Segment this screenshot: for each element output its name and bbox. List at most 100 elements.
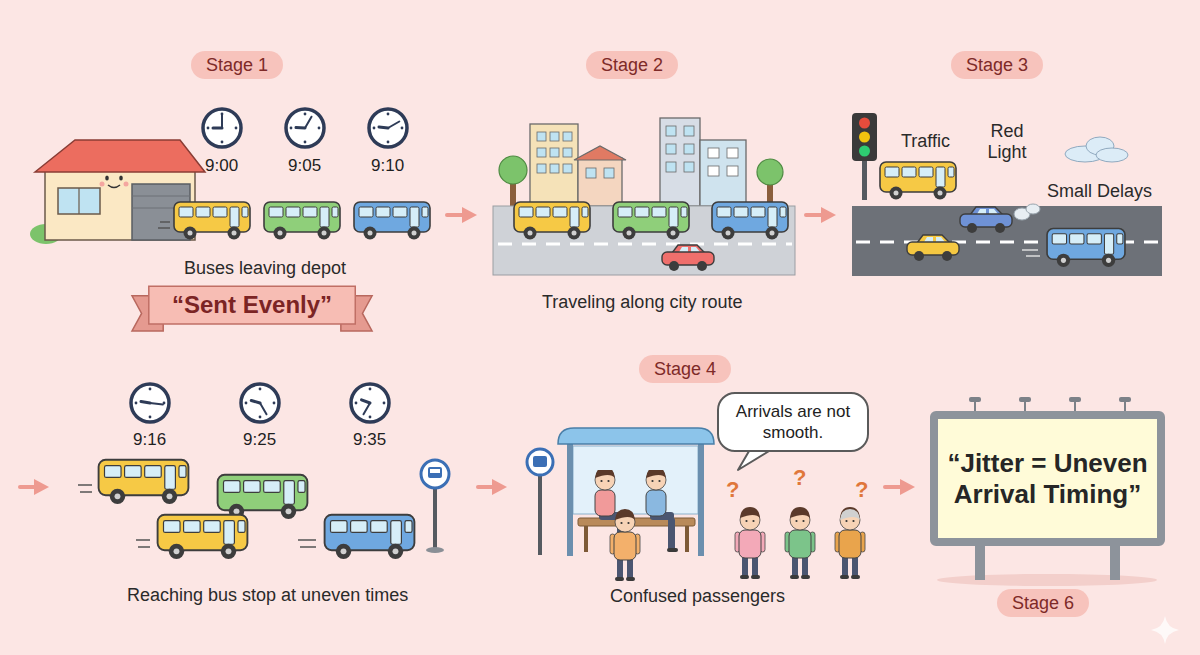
clock (369, 109, 407, 147)
flow-arrow (447, 207, 477, 223)
arrow-head (34, 479, 49, 495)
yellow-bus (514, 202, 590, 240)
bus-stop-pole (433, 486, 437, 550)
ground-shadow (937, 574, 1157, 586)
blue-bus (325, 515, 415, 559)
ribbon-band (149, 286, 355, 324)
clock-time: 9:25 (243, 429, 276, 451)
house-eye (105, 175, 109, 180)
hour-hand (379, 127, 388, 128)
bus-stop-sign (421, 460, 449, 488)
window (550, 164, 559, 173)
clock-hands (141, 402, 163, 405)
building (578, 158, 622, 206)
house-cheek (124, 182, 129, 187)
shelter-post (567, 440, 573, 556)
bus-icon (428, 467, 442, 478)
hour-hand (213, 127, 222, 130)
red-lamp (859, 118, 870, 129)
speed-line (298, 539, 316, 541)
window (586, 168, 596, 178)
node-text: Arrivals are not smooth. (733, 401, 853, 443)
yellow-car (907, 235, 959, 261)
green-bus (218, 475, 308, 519)
hour-hand (296, 126, 305, 130)
shelter-panel (573, 446, 698, 514)
road-marking (498, 243, 792, 246)
lamp (969, 397, 981, 402)
minute-hand (260, 403, 267, 414)
window (708, 166, 719, 176)
shelter-roof (558, 428, 714, 444)
hour-hand (362, 400, 371, 403)
cloud (1096, 148, 1128, 162)
window (550, 132, 559, 141)
speech-bubble: Arrivals are not smooth. (717, 392, 869, 452)
window (666, 126, 676, 136)
window-bar (78, 188, 79, 214)
shelter-post (698, 440, 704, 556)
node-text: “Sent Evenly” (172, 290, 332, 319)
question-mark: ? (793, 467, 806, 489)
window (708, 148, 719, 158)
grey-hair (840, 509, 860, 520)
stage-pill: Stage 4 (639, 355, 731, 383)
window (563, 132, 572, 141)
depot-roof (35, 140, 205, 172)
building (530, 124, 578, 206)
node-text: Stage 2 (601, 54, 663, 76)
node-text: Stage 3 (966, 54, 1028, 76)
question-mark: ? (726, 479, 739, 501)
window (684, 162, 694, 172)
speed-line (138, 546, 150, 548)
seated-man (646, 467, 678, 552)
blue-bus (712, 202, 788, 240)
window (563, 148, 572, 157)
house-eye (119, 175, 123, 180)
arrow-head (462, 207, 477, 223)
clock-hands (379, 122, 399, 129)
traffic-light (852, 113, 877, 161)
window (684, 144, 694, 154)
question-mark: ? (855, 479, 868, 501)
tree-crown (757, 159, 783, 185)
clock-time: 9:35 (353, 429, 386, 451)
yellow-bus (880, 162, 956, 200)
yellow-bus (99, 460, 189, 504)
scene-caption: Traveling along city route (542, 291, 742, 313)
billboard-panel: “Jitter = Uneven Arrival Timing” (930, 411, 1165, 546)
depot-wall (45, 170, 195, 240)
hour-hand (141, 402, 150, 404)
minute-hand (221, 115, 223, 128)
speed-line (80, 491, 92, 493)
stage-pill: Stage 2 (586, 51, 678, 79)
window (563, 164, 572, 173)
scene-caption: Buses leaving depot (184, 257, 346, 279)
clock (131, 384, 169, 422)
window (550, 148, 559, 157)
scene-label: Red Light (977, 121, 1037, 163)
bus-icon (533, 456, 547, 467)
blue-car (960, 207, 1012, 233)
clock-hands (213, 115, 222, 128)
scene-label: Traffic (901, 130, 950, 152)
depot-window (58, 188, 100, 214)
blue-bus (1047, 229, 1125, 267)
speed-line (300, 546, 316, 548)
bus-stop-pole (538, 470, 542, 555)
lamp (1119, 397, 1131, 402)
clock (203, 109, 241, 147)
clock-time: 9:00 (205, 155, 238, 177)
building-windows (708, 148, 738, 176)
bench-leg (685, 526, 689, 552)
blue-bus (354, 202, 430, 240)
scene-label: Small Delays (1047, 180, 1152, 202)
house-cheek (100, 182, 105, 187)
clock (241, 384, 279, 422)
bench (578, 518, 695, 526)
stage-pill: Stage 3 (951, 51, 1043, 79)
confused-man (785, 507, 815, 579)
node-text: Stage 4 (654, 358, 716, 380)
hour-hand (251, 401, 260, 404)
